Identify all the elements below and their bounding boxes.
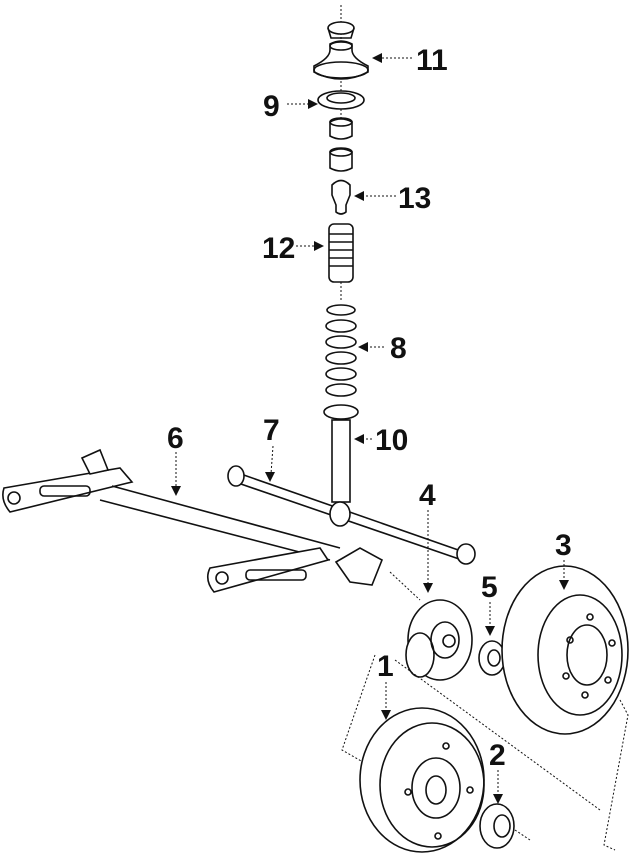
label-6: 6 xyxy=(167,422,184,455)
shock-absorber[interactable] xyxy=(331,419,351,503)
spring-seat[interactable] xyxy=(317,90,365,110)
label-4: 4 xyxy=(419,479,436,512)
dust-boot[interactable] xyxy=(328,223,354,283)
label-3: 3 xyxy=(555,529,572,562)
lower-spring-seat[interactable] xyxy=(323,404,359,420)
label-8: 8 xyxy=(390,332,407,365)
track-bar[interactable] xyxy=(227,465,476,565)
label-12: 12 xyxy=(262,232,295,265)
upper-bushing[interactable] xyxy=(329,117,353,140)
strut-top-nut xyxy=(327,21,355,39)
label-7: 7 xyxy=(263,414,280,447)
wheel-hub[interactable] xyxy=(405,599,473,681)
callout-leaders xyxy=(171,53,569,804)
label-5: 5 xyxy=(481,571,498,604)
spacer[interactable] xyxy=(329,147,353,172)
label-9: 9 xyxy=(263,90,280,123)
outer-bearing[interactable] xyxy=(479,803,531,849)
label-13: 13 xyxy=(398,182,431,215)
wheel-bearing[interactable] xyxy=(478,640,506,676)
label-1: 1 xyxy=(377,650,394,683)
coil-spring[interactable] xyxy=(325,304,357,397)
bump-stop[interactable] xyxy=(331,179,351,215)
brake-rotor[interactable] xyxy=(501,565,629,735)
label-2: 2 xyxy=(489,739,506,772)
brake-drum[interactable] xyxy=(359,707,485,853)
strut-mount[interactable] xyxy=(313,40,369,80)
label-10: 10 xyxy=(375,424,408,457)
label-11: 11 xyxy=(416,44,448,77)
rear-axle-beam[interactable] xyxy=(2,448,421,601)
assembly-bracket xyxy=(341,654,376,767)
